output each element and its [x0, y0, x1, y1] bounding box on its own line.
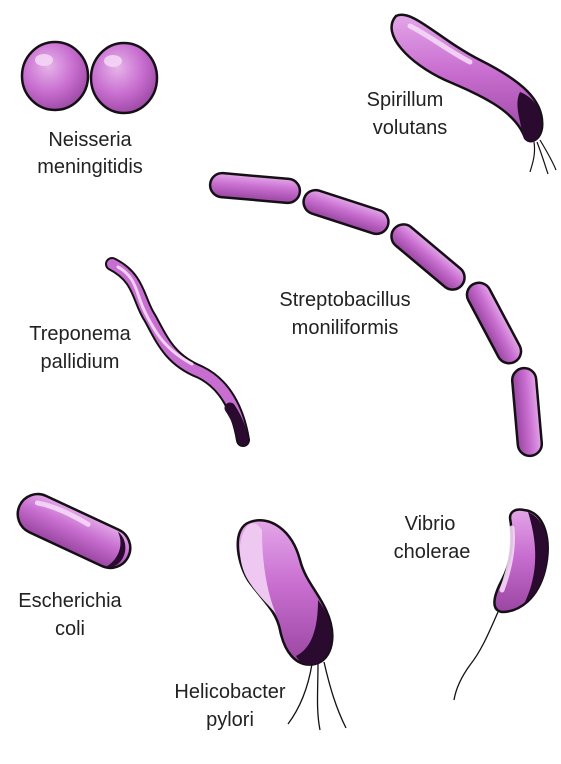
chain-rod-1	[209, 172, 301, 204]
neisseria-label-line1: Neisseria	[48, 129, 132, 151]
treponema-label-line1: Treponema	[29, 323, 131, 345]
chain-rod-5	[511, 367, 543, 457]
comma-rod-icon	[454, 509, 548, 700]
spirillum-volutans: Spirillum volutans	[367, 15, 556, 174]
escherichia-coli: Escherichia coli	[11, 488, 137, 640]
chain-rod-3	[387, 220, 470, 295]
diplococcus-icon	[22, 42, 157, 113]
helicobacter-pylori: Helicobacter pylori	[174, 520, 346, 731]
escherichia-label-line1: Escherichia	[18, 590, 122, 612]
treponema-label-line2: pallidium	[41, 351, 120, 373]
rod-icon	[11, 488, 137, 575]
escherichia-label-line2: coli	[55, 618, 85, 640]
neisseria-label-line2: meningitidis	[37, 156, 143, 178]
chain-rod-2	[300, 187, 391, 237]
chain-rod-4	[463, 279, 526, 368]
streptobacillus-label-line1: Streptobacillus	[279, 289, 410, 311]
treponema-pallidium: Treponema pallidium	[29, 264, 243, 440]
neisseria-meningitidis: Neisseria meningitidis	[22, 42, 157, 178]
vibrio-label-line1: Vibrio	[405, 513, 456, 535]
spirillum-label-line2: volutans	[373, 117, 448, 139]
bacillus-chain-icon	[209, 172, 543, 457]
streptobacillus-moniliformis: Streptobacillus moniliformis	[209, 172, 543, 457]
streptobacillus-label-line2: moniliformis	[292, 317, 399, 339]
spirochete-icon	[112, 264, 243, 440]
helicobacter-label-line1: Helicobacter	[174, 681, 286, 703]
vibrio-label-line2: cholerae	[394, 541, 471, 563]
helicobacter-label-line2: pylori	[206, 709, 254, 731]
vibrio-cholerae: Vibrio cholerae	[394, 509, 548, 700]
spirillum-label-line1: Spirillum	[367, 89, 444, 111]
